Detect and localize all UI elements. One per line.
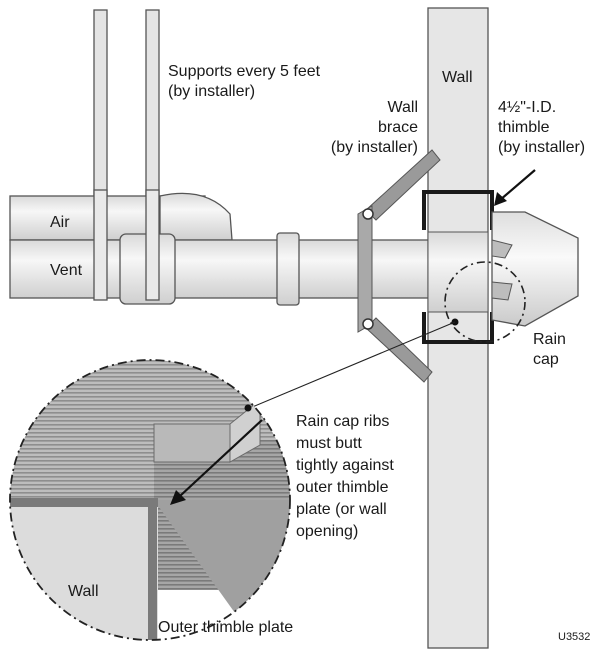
ribs-note-line1: Rain cap ribs [296,413,389,430]
figure-code: U3532 [558,631,590,643]
wall-brace-label-line2: brace [378,119,418,136]
ribs-note-line4: outer thimble [296,479,389,496]
thimble-label-line2: thimble [498,119,550,136]
thimble-arrow [494,169,536,206]
callout-leader-line [249,321,456,409]
air-pipe [9,192,233,241]
vent-label: Vent [50,262,83,279]
thimble-label-line3: (by installer) [498,139,585,156]
detail-magnified-view [9,359,291,641]
rain-cap [491,211,579,327]
ribs-note-line6: opening) [296,523,358,540]
detail-wall-label: Wall [68,583,99,600]
supports-label-line2: (by installer) [168,83,255,100]
labels: Supports every 5 feet (by installer) Wal… [50,63,590,643]
wall-brace [357,149,441,383]
wall-top-label: Wall [442,69,473,86]
wall-brace-label-line1: Wall [387,99,418,116]
outer-thimble-plate-label: Outer thimble plate [158,619,293,636]
pipe-coupling [276,232,300,306]
air-label: Air [50,214,70,231]
rain-cap-callout-circle [444,261,526,343]
wall-opening [427,231,489,313]
ribs-note-line5: plate (or wall [296,501,387,518]
ribs-note-line2: must butt [296,435,362,452]
rain-cap-label-line1: Rain [533,331,566,348]
detail-dot [244,404,252,412]
supports-label-line1: Supports every 5 feet [168,63,321,80]
thimble-label-line1: 4½"-I.D. [498,99,556,116]
support-clamps [93,189,160,301]
wall [427,7,489,649]
thimble-plates [422,190,494,344]
rain-cap-label-line2: cap [533,351,559,368]
ribs-note-line3: tightly against [296,457,394,474]
wall-brace-label-line3: (by installer) [331,139,418,156]
